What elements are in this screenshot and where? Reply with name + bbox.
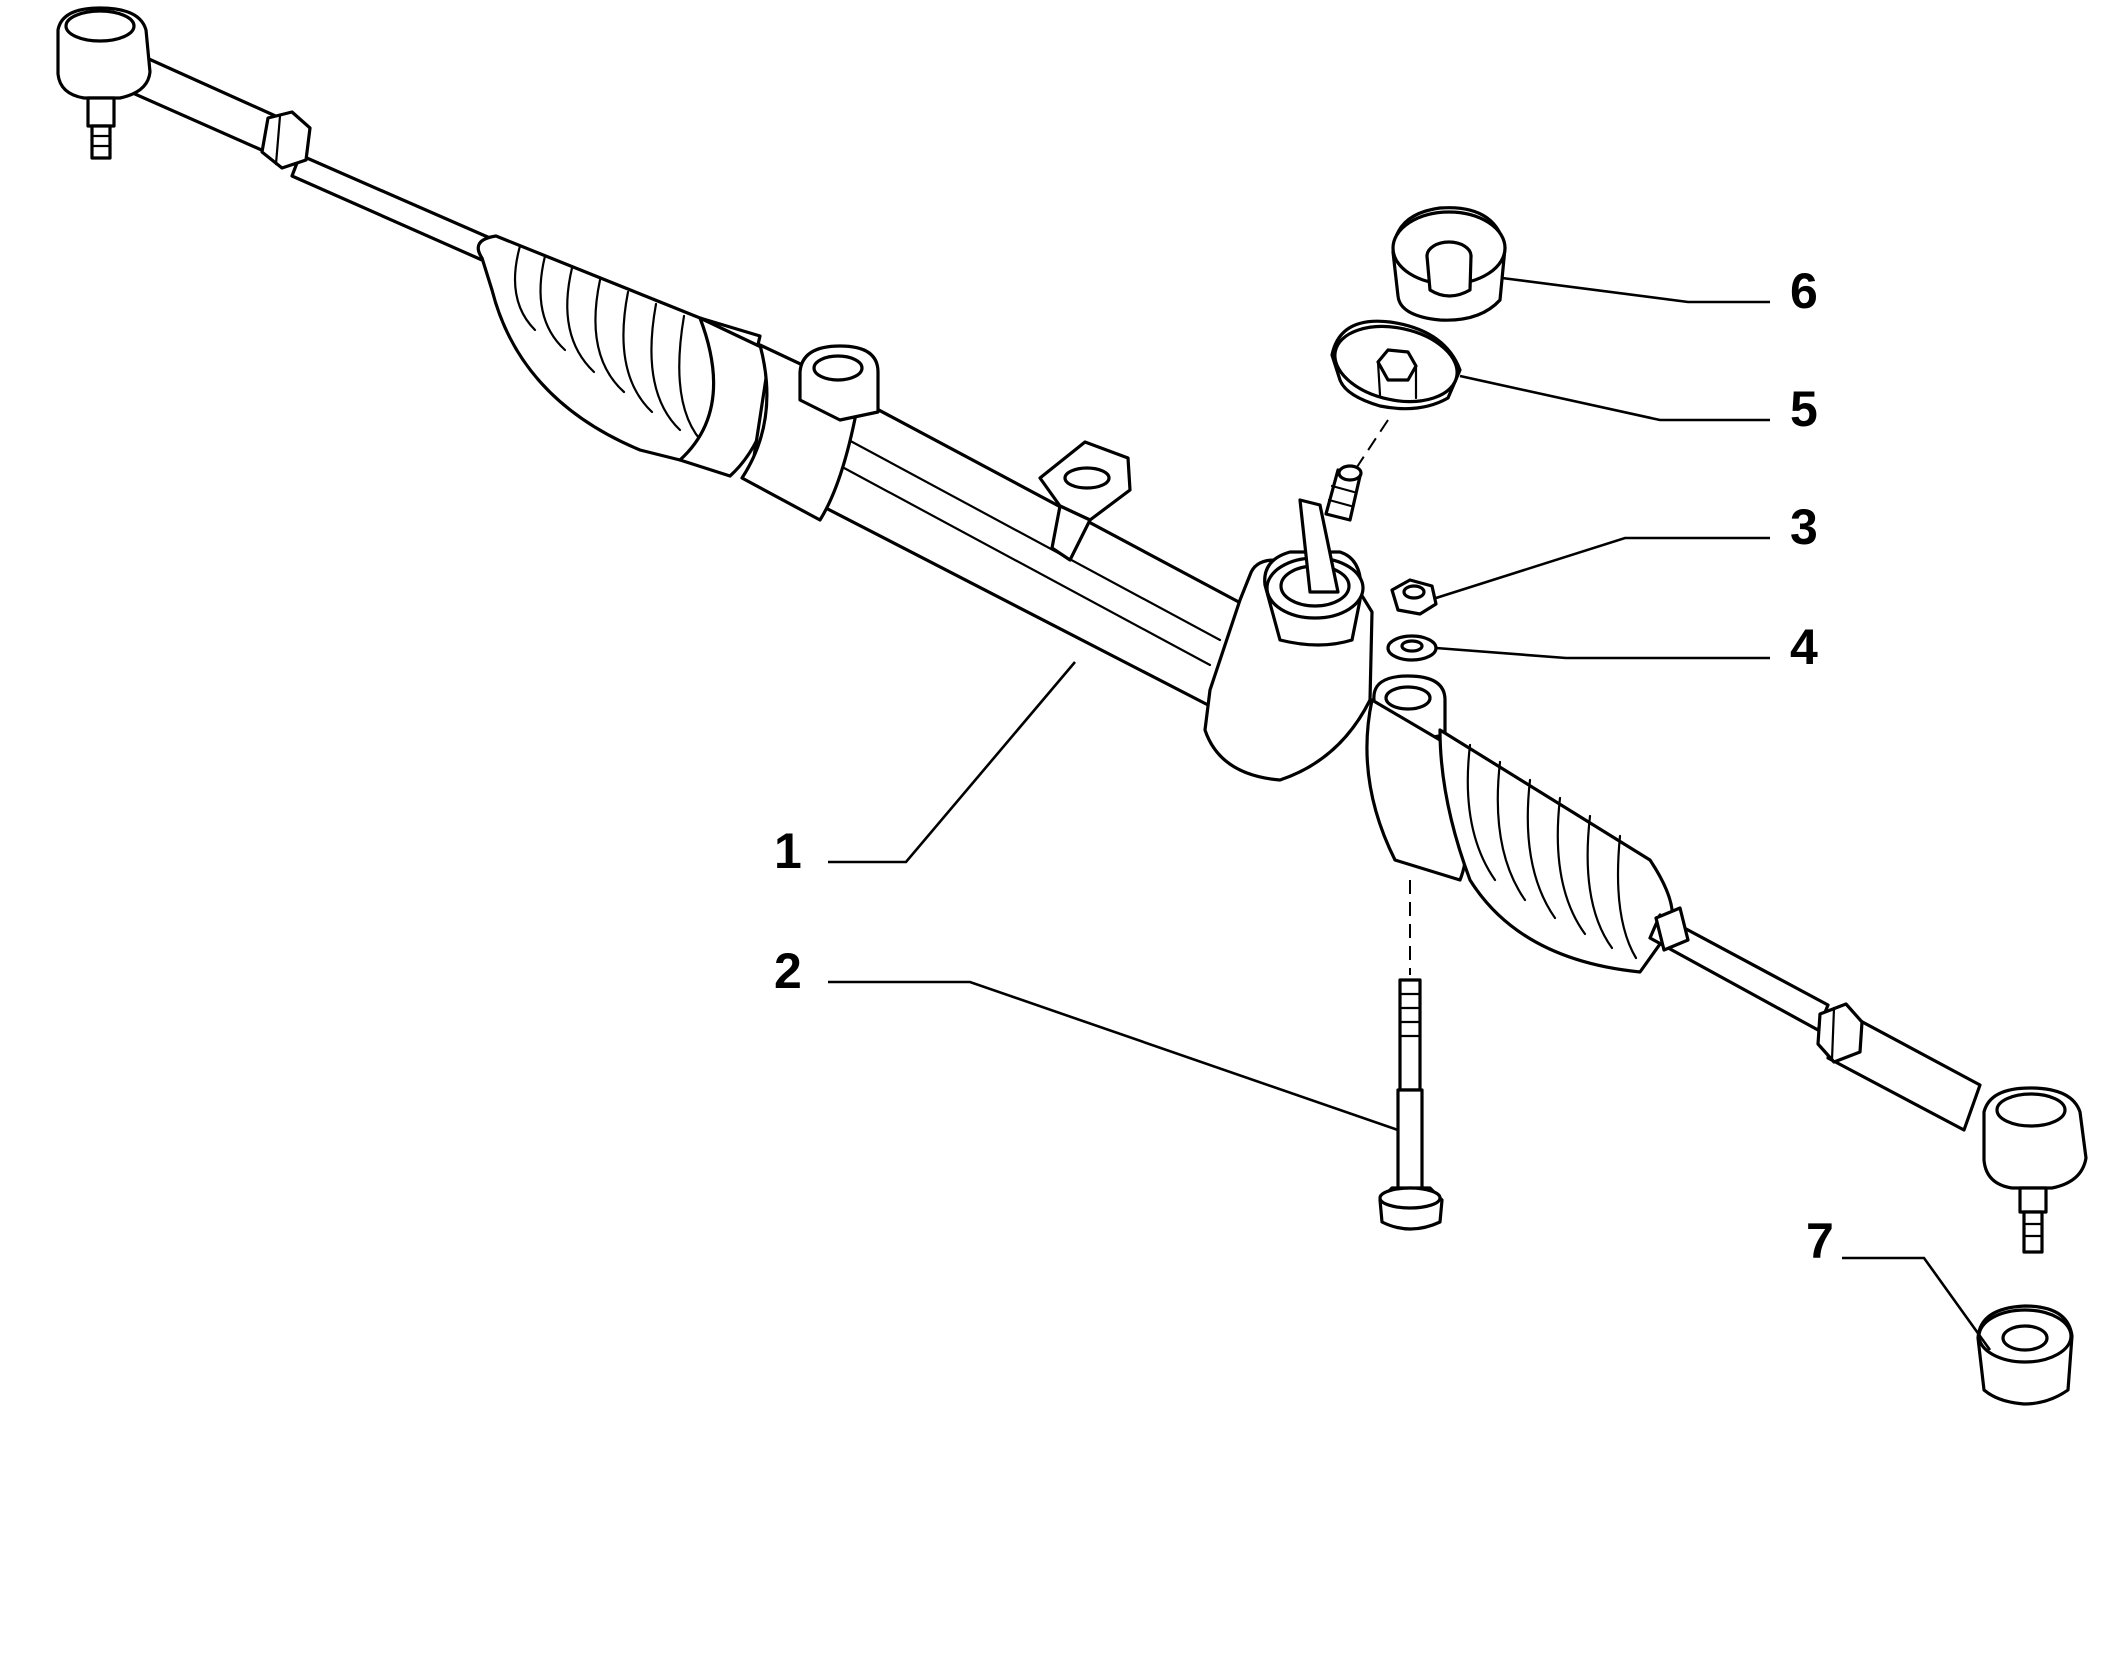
leader-line-3 (1435, 536, 1770, 600)
tie-rod-nut (1976, 1304, 2074, 1406)
callout-number-7: 7 (1806, 1213, 1834, 1269)
callout-number-3: 3 (1790, 499, 1818, 555)
leader-line-1 (828, 661, 1076, 864)
leader-line-5 (1459, 374, 1770, 422)
pinion-housing (1203, 464, 1447, 782)
dust-cap (1391, 206, 1507, 322)
callout-number-6: 6 (1790, 263, 1818, 319)
leader-line-2 (828, 980, 1399, 1132)
pinion-seal (1330, 319, 1462, 411)
callout-number-5: 5 (1790, 381, 1818, 437)
callout-number-4: 4 (1790, 619, 1818, 675)
leader-line-7 (1842, 1256, 1992, 1351)
leader-line-4 (1435, 646, 1770, 660)
nut (1390, 578, 1438, 616)
callout-number-1: 1 (774, 823, 802, 879)
pinion-axis-line (1354, 419, 1389, 471)
left-tie-rod (56, 6, 492, 262)
washer (1386, 634, 1438, 662)
leader-line-6 (1501, 276, 1770, 304)
right-tie-rod (1648, 906, 2088, 1254)
left-bellow (476, 234, 782, 478)
callout-number-2: 2 (774, 943, 802, 999)
rack-housing (740, 343, 1252, 708)
mounting-bolt (1378, 978, 1444, 1231)
right-bellow (1365, 698, 1675, 974)
